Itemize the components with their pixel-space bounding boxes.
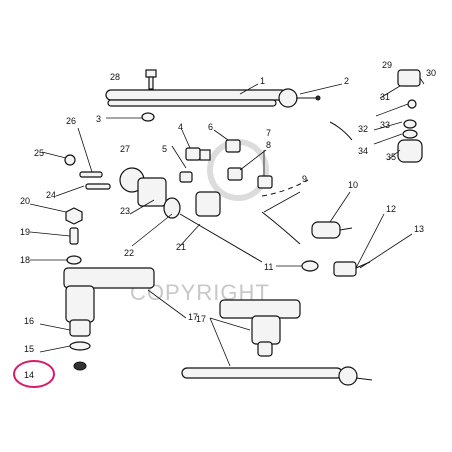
leader-lines	[29, 77, 425, 367]
label-20: 20	[20, 196, 30, 206]
sensor-12-13	[333, 261, 371, 277]
label-22: 22	[124, 248, 134, 258]
hose-9	[261, 211, 301, 245]
label-13: 13	[414, 224, 424, 234]
label-25: 25	[34, 148, 44, 158]
label-8: 8	[266, 140, 271, 150]
label-24: 24	[46, 190, 56, 200]
regulator-10	[311, 221, 353, 239]
washer-3	[141, 112, 155, 122]
label-31: 31	[380, 92, 390, 102]
label-2: 2	[344, 76, 349, 86]
fuel-rail-bottom	[181, 366, 373, 386]
label-1: 1	[260, 76, 265, 86]
fuel-filter	[195, 191, 221, 217]
highlight-circle-14	[13, 360, 55, 388]
label-4: 4	[178, 122, 183, 132]
injector-right	[219, 299, 301, 357]
label-34: 34	[358, 146, 368, 156]
injector-left	[63, 267, 155, 351]
label-33: 33	[380, 120, 390, 130]
fuel-rail-top	[105, 88, 321, 108]
label-30: 30	[426, 68, 436, 78]
label-27: 27	[120, 144, 130, 154]
label-12: 12	[386, 204, 396, 214]
label-28: 28	[110, 72, 120, 82]
pressure-regulator-assembly	[397, 69, 423, 163]
callout-labels: 1 2 3 4 5 6 7 8 9 10 11 12 13 14 15 16 1…	[20, 60, 436, 380]
label-15: 15	[24, 344, 34, 354]
nut-14	[73, 361, 87, 371]
clamp-11	[301, 260, 319, 272]
label-10: 10	[348, 180, 358, 190]
dashed-line	[261, 179, 309, 197]
label-6: 6	[208, 122, 213, 132]
label-19: 19	[20, 227, 30, 237]
label-35: 35	[386, 152, 396, 162]
hose-32	[329, 121, 353, 141]
connectors-4-8	[179, 139, 273, 189]
left-small-parts	[64, 154, 111, 265]
label-21: 21	[176, 242, 186, 252]
label-7: 7	[266, 128, 271, 138]
fuel-pump-27	[119, 167, 181, 219]
label-18: 18	[20, 255, 30, 265]
label-32: 32	[358, 124, 368, 134]
label-17a: 17	[188, 312, 198, 322]
label-9: 9	[302, 174, 307, 184]
bolt-28	[145, 69, 157, 90]
label-16: 16	[24, 316, 34, 326]
label-23: 23	[120, 206, 130, 216]
label-11: 11	[264, 262, 273, 272]
label-26: 26	[66, 116, 76, 126]
label-17b: 17	[196, 314, 206, 324]
label-29: 29	[382, 60, 392, 70]
rod-21	[179, 213, 263, 263]
label-3: 3	[96, 114, 101, 124]
label-14: 14	[24, 370, 34, 380]
label-5: 5	[162, 144, 167, 154]
